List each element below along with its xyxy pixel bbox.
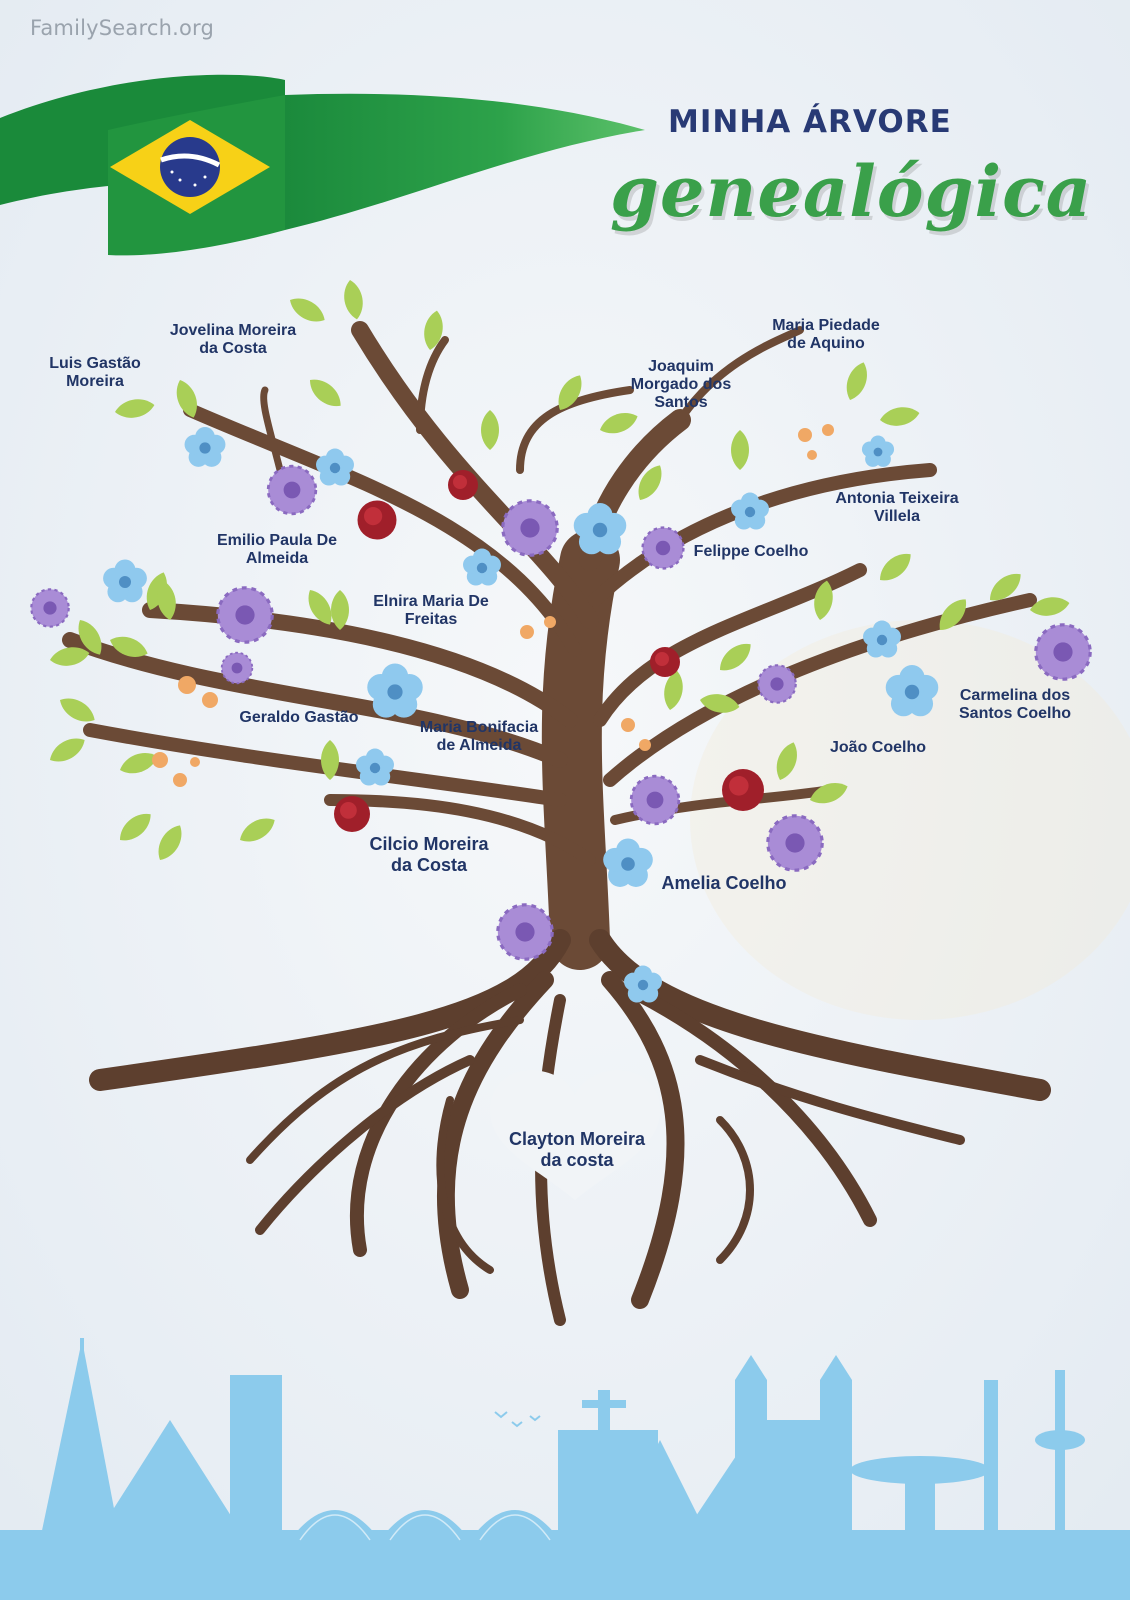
person-name: Joaquim Morgado dos Santos bbox=[630, 358, 732, 411]
person-name: Clayton Moreira da costa bbox=[508, 1129, 646, 1170]
person-name: Emilio Paula De Almeida bbox=[216, 532, 338, 567]
person-name: Amelia Coelho bbox=[661, 873, 787, 893]
person-name: Maria Bonifacia de Almeida bbox=[419, 719, 539, 754]
familysearch-logo: FamilySearch.org bbox=[30, 16, 215, 40]
person-name: Maria Piedade de Aquino bbox=[772, 317, 880, 352]
title-line-2: genealógica bbox=[610, 150, 1093, 233]
person-name: Elnira Maria De Freitas bbox=[373, 593, 489, 628]
person-name: Jovelina Moreira da Costa bbox=[169, 322, 297, 357]
person-name: Carmelina dos Santos Coelho bbox=[958, 687, 1072, 722]
title-line-1: MINHA ÁRVORE bbox=[668, 104, 952, 140]
person-name: Felippe Coelho bbox=[693, 543, 809, 560]
person-name: Antonia Teixeira Villela bbox=[835, 490, 959, 525]
person-name: Luis Gastão Moreira bbox=[49, 355, 141, 390]
person-name: Geraldo Gastão bbox=[239, 709, 359, 726]
person-name: Cilcio Moreira da Costa bbox=[369, 834, 489, 875]
person-name: João Coelho bbox=[829, 739, 927, 756]
